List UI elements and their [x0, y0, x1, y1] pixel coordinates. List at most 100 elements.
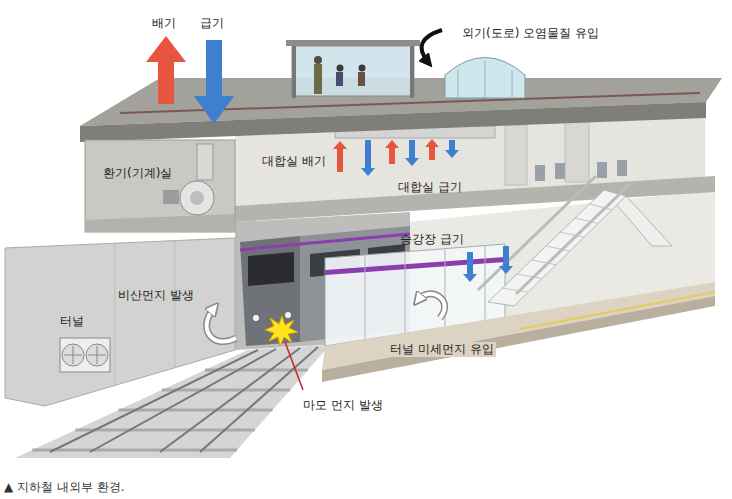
train: [240, 234, 410, 250]
wear-dust-spark: [285, 342, 303, 390]
bus-shelter: [359, 65, 366, 72]
concourse: [235, 120, 715, 222]
bus-shelter: [286, 40, 420, 46]
entrance-canopy: [458, 70, 459, 98]
wear-dust-spark: [265, 316, 298, 346]
label-anchor: 외기(도로) 오염물질 유입: [462, 22, 599, 41]
tunnel-panel-line: [115, 243, 116, 384]
concourse: [617, 160, 627, 176]
machine-room-shape: [85, 140, 235, 232]
tunnel-wall-shape: [5, 238, 235, 408]
tunnel-fan: [73, 346, 74, 364]
platform-supply-arrows: [499, 246, 513, 274]
entrance-canopy: [445, 58, 525, 99]
tunnel-fan: [62, 344, 84, 366]
bus-shelter: [286, 40, 420, 98]
wear-dust-spark: [265, 316, 303, 390]
label-anchor: 비산먼지 발생: [118, 284, 194, 303]
callout-label: 터널 미세먼지 유입: [388, 342, 496, 357]
caption-anchor: ▲ 지하철 내외부 환경.: [4, 476, 125, 495]
concourse-arrows: [405, 140, 419, 166]
fan-hub: [190, 191, 204, 205]
callout-label: 배기: [152, 16, 176, 31]
label-anchor: 배기: [152, 12, 176, 31]
callout-label: 마모 먼지 발생: [303, 398, 383, 413]
bus-shelter: [410, 46, 414, 98]
fan-duct: [197, 144, 213, 180]
callout-label: 외기(도로) 오염물질 유입: [462, 26, 599, 41]
top-vent-arrows: [146, 36, 234, 124]
concourse-arrows: [445, 140, 459, 158]
screen-doors: [325, 257, 505, 275]
callout-label: 급기: [200, 16, 224, 31]
top-vent-arrows: [146, 36, 186, 104]
bus-shelter: [358, 72, 365, 86]
entrance-canopy: [445, 58, 525, 99]
dust-swirl-arrow: [207, 308, 236, 342]
train: [253, 315, 259, 321]
stairs: [478, 176, 672, 306]
dust-inflow-arrow: [418, 294, 445, 318]
screen-doors: [365, 255, 366, 340]
train: [285, 312, 291, 318]
label-anchor: 대합실 급기: [398, 176, 462, 195]
bus-shelter: [292, 46, 296, 98]
callout-label: 대합실 배기: [262, 154, 326, 169]
outside-air-arrow: [422, 30, 442, 62]
platform: [322, 296, 715, 382]
stairs: [503, 288, 529, 292]
tunnel-panel-line: [175, 241, 176, 368]
train: [248, 252, 294, 286]
track-bed: [75, 429, 254, 432]
platform-supply-arrows: [463, 246, 513, 282]
tunnel-fan: [86, 344, 108, 366]
region-label: 터널: [60, 314, 84, 329]
tunnel-wall: 터널: [5, 238, 235, 408]
tunnel-outline: [5, 238, 235, 406]
fan-motor: [163, 190, 179, 204]
top-vent-arrows: [194, 40, 234, 124]
concourse-arrows: [333, 139, 459, 176]
region-label: 환기(기계)실: [103, 166, 172, 181]
screen-doors: [405, 252, 406, 334]
callout-label: 승강장 급기: [400, 232, 464, 247]
room-floor: [85, 214, 235, 232]
room-outline: [85, 140, 235, 232]
concourse: [555, 163, 565, 179]
entrance-canopy: [512, 70, 513, 98]
label-anchor: 마모 먼지 발생: [303, 394, 383, 413]
callout-label: 비산먼지 발생: [118, 288, 194, 303]
label-anchor: 급기: [200, 12, 224, 31]
figure-caption: ▲ 지하철 내외부 환경.: [4, 480, 125, 495]
dust-inflow-arrow: [418, 294, 445, 318]
fan-housing: [180, 181, 214, 215]
concourse-arrows: [385, 140, 399, 164]
tunnel-fan: [97, 346, 98, 364]
concourse: [505, 125, 527, 185]
train: [240, 236, 300, 346]
platform-supply-arrows: [463, 252, 477, 282]
bus-shelter: [314, 64, 322, 94]
top-slab: [80, 102, 706, 142]
entrance-canopy: [485, 60, 486, 98]
platform: [520, 292, 715, 329]
machine-room: 환기(기계)실: [85, 140, 235, 232]
concourse-arrows: [361, 140, 375, 176]
label-anchor: 승강장 급기: [400, 228, 464, 247]
callout-label: 대합실 급기: [398, 180, 462, 195]
label-anchor: 터널 미세먼지 유입: [388, 338, 496, 357]
tunnel-fan: [60, 338, 110, 372]
concourse: [597, 162, 607, 178]
outside-air-arrow: [422, 30, 442, 62]
bus-shelter: [337, 65, 344, 72]
concourse: [565, 120, 589, 182]
concourse: [535, 165, 545, 181]
concourse-arrows: [425, 139, 439, 160]
track-bed: [200, 347, 318, 452]
bus-shelter: [336, 72, 343, 86]
bus-shelter: [292, 46, 414, 96]
dust-swirl-arrow: [207, 308, 236, 342]
track-bed: [32, 449, 237, 452]
stairs: [517, 274, 542, 279]
